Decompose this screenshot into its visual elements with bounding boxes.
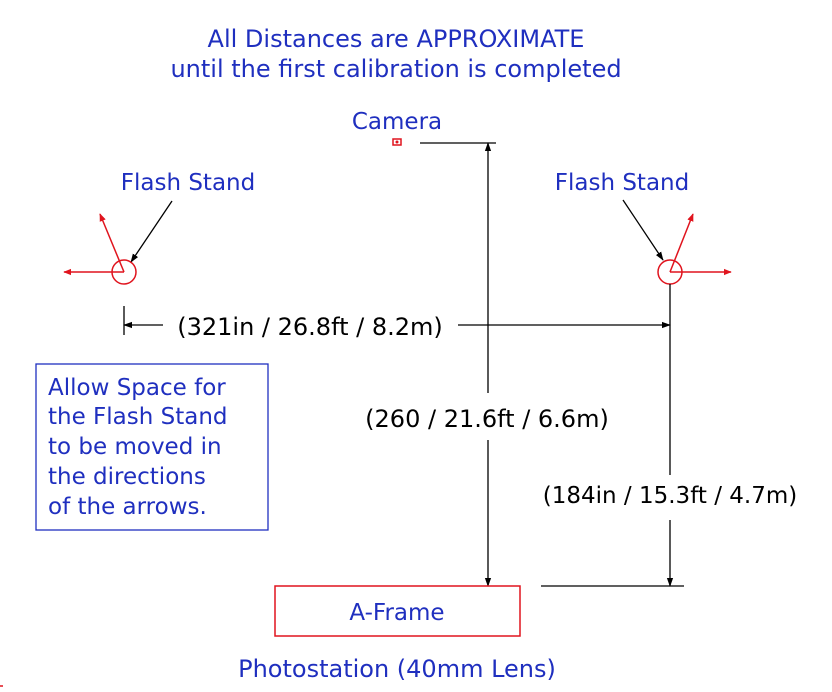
flash-stand-left-icon [63,213,137,285]
flash-stand-right-icon [657,213,732,285]
note-line: of the arrows. [48,494,207,520]
note-line: the Flash Stand [48,404,228,430]
note-box [35,363,269,531]
flash-stand-right-label: Flash Stand [555,170,689,196]
horizontal-dimension-label: (321in / 26.8ft / 8.2m) [177,313,443,341]
note-line: Allow Space for [48,375,226,401]
vertical-right-dimension-label: (184in / 15.3ft / 4.7m) [543,483,797,509]
camera-label: Camera [352,109,442,135]
header-line-2: until the first calibration is completed [170,55,621,83]
header-line-1: All Distances are APPROXIMATE [208,25,585,53]
note-line: the directions [48,464,206,490]
photostation-label: Photostation (40mm Lens) [238,655,556,683]
vertical-main-dimension-label: (260 / 21.6ft / 6.6m) [365,405,609,433]
camera-icon [392,138,402,146]
a-frame-label: A-Frame [349,600,444,626]
flash-stand-left-label: Flash Stand [121,170,255,196]
flash-stand-left-leader [130,200,173,263]
note-line: to be moved in [48,434,222,460]
a-frame-box [274,585,521,637]
flash-stand-right-leader [622,199,664,261]
